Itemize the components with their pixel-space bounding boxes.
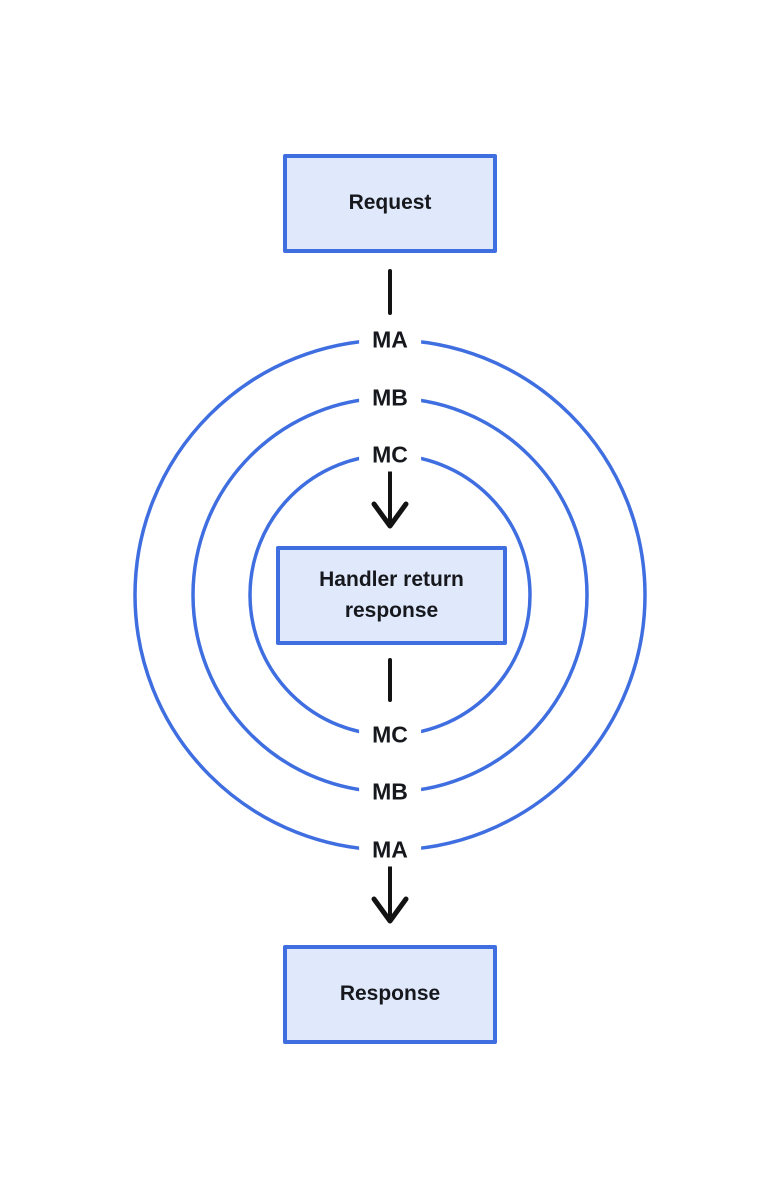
mw-label-bottom-ma: MA xyxy=(359,833,421,867)
response-node: Response xyxy=(283,945,497,1044)
mw-label-top-mc: MC xyxy=(359,438,421,472)
request-node: Request xyxy=(283,154,497,253)
handler-node: Handler return response xyxy=(276,546,507,645)
mw-label-bottom-mb: MB xyxy=(359,775,421,809)
mw-label-top-ma: MA xyxy=(359,323,421,357)
mw-label-top-mb: MB xyxy=(359,381,421,415)
mw-label-bottom-mc: MC xyxy=(359,718,421,752)
